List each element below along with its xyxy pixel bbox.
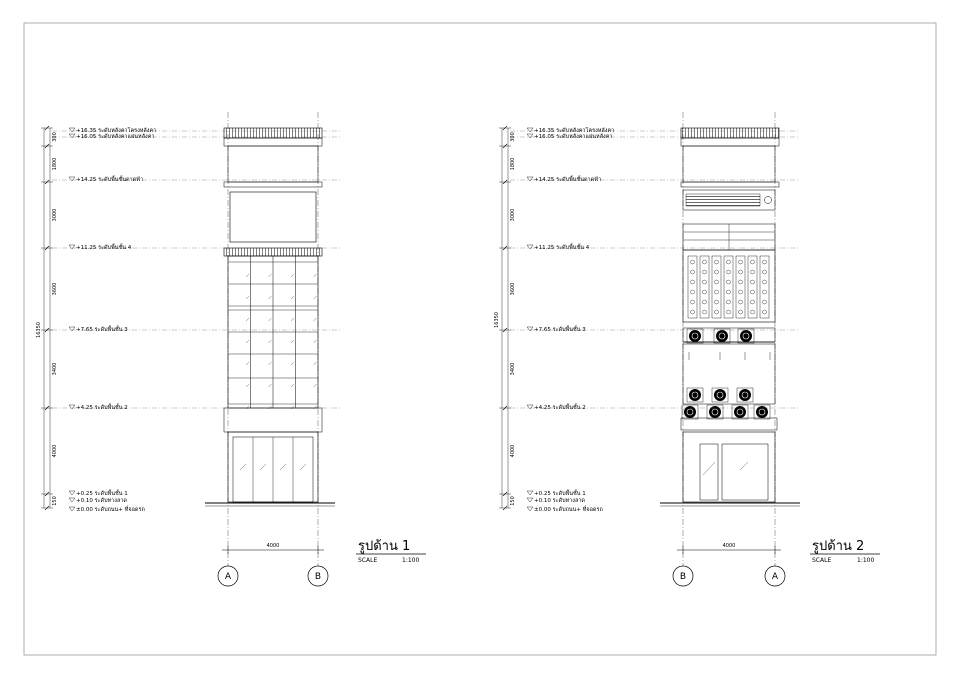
- scale-label: SCALE: [812, 557, 831, 564]
- vertical-dim: 300: [510, 132, 516, 142]
- vertical-dim: 4000: [52, 445, 58, 458]
- level-label: +11.25 ระดับพื้นชั้น 4: [76, 243, 132, 251]
- vertical-dim: 3400: [52, 363, 58, 376]
- vertical-dim: 150: [52, 496, 58, 506]
- scale-value: 1:100: [402, 557, 419, 564]
- level-label: +16.35 ระดับหลังคาโครงหลังคา: [76, 126, 156, 134]
- level-label: +4.25 ระดับพื้นชั้น 2: [534, 403, 586, 411]
- vertical-dim: 150: [510, 496, 516, 506]
- total-height-dim: 16350: [36, 322, 42, 338]
- scale-label: SCALE: [358, 557, 377, 564]
- level-label: +16.05 ระดับหลังคาแผ่นหลังคา: [534, 133, 613, 140]
- sheet-border: [23, 22, 937, 656]
- vertical-dim: 1800: [510, 158, 516, 171]
- level-label: +0.10 ระดับทางลาด: [534, 497, 585, 504]
- level-label: +16.05 ระดับหลังคาแผ่นหลังคา: [76, 133, 155, 140]
- vertical-dim: 4000: [510, 445, 516, 458]
- level-label: +7.65 ระดับพื้นชั้น 3: [534, 325, 586, 333]
- elevation-title: รูปด้าน 2: [812, 539, 864, 554]
- level-label: +0.25 ระดับพื้นชั้น 1: [76, 489, 128, 497]
- vertical-dim: 3600: [510, 283, 516, 296]
- level-label: +4.25 ระดับพื้นชั้น 2: [76, 403, 128, 411]
- level-label: ±0.00 ระดับถนน+ ที่จอดรถ: [76, 505, 145, 513]
- level-label: +16.35 ระดับหลังคาโครงหลังคา: [534, 126, 614, 134]
- vertical-dim: 300: [52, 132, 58, 142]
- grid-bubble-right: A: [772, 572, 779, 582]
- level-label: +14.25 ระดับพื้นชั้นดาดฟ้า: [76, 175, 143, 183]
- elevation-title: รูปด้าน 1: [358, 539, 410, 554]
- level-label: +0.10 ระดับทางลาด: [76, 497, 127, 504]
- elevation-2: +16.35 ระดับหลังคาโครงหลังคา+16.05 ระดับ…: [494, 112, 880, 587]
- elevation-1: +16.35 ระดับหลังคาโครงหลังคา+16.05 ระดับ…: [36, 112, 426, 587]
- vertical-dim: 1800: [52, 158, 58, 171]
- breeze-block-screen: [682, 249, 776, 323]
- grid-bubble-left: B: [680, 572, 686, 582]
- vertical-dim: 3400: [510, 363, 516, 376]
- vertical-dim: 3600: [52, 283, 58, 296]
- grid-bubble-right: B: [315, 572, 321, 582]
- width-dim: 4000: [267, 543, 280, 549]
- total-height-dim: 16350: [494, 312, 500, 328]
- level-label: ±0.00 ระดับถนน+ ที่จอดรถ: [534, 505, 603, 513]
- level-label: +11.25 ระดับพื้นชั้น 4: [534, 243, 590, 251]
- scale-value: 1:100: [857, 557, 874, 564]
- level-label: +14.25 ระดับพื้นชั้นดาดฟ้า: [534, 175, 601, 183]
- width-dim: 4000: [723, 543, 736, 549]
- glass-facade: [227, 255, 319, 410]
- level-label: +7.65 ระดับพื้นชั้น 3: [76, 325, 128, 333]
- level-label: +0.25 ระดับพื้นชั้น 1: [534, 489, 586, 497]
- grid-bubble-left: A: [225, 572, 232, 582]
- vertical-dim: 3000: [52, 209, 58, 222]
- vertical-dim: 3000: [510, 209, 516, 222]
- ac-units-floor-2: [681, 387, 771, 420]
- ac-units-floor-3: [686, 328, 755, 344]
